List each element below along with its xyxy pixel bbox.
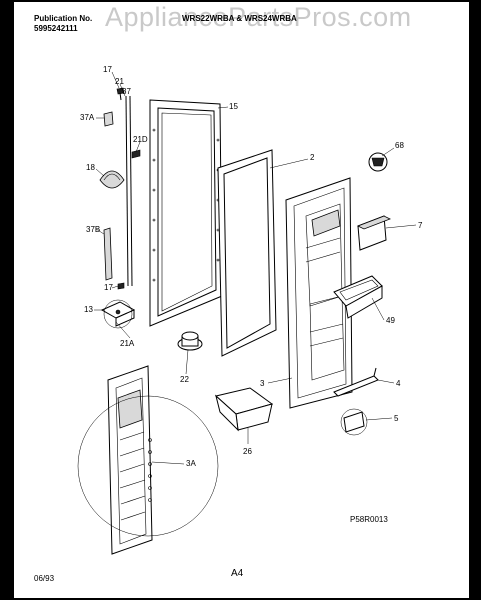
callout-4: 4: [396, 379, 401, 388]
callout-37a: 37A: [80, 113, 95, 122]
callout-3: 3: [260, 379, 265, 388]
part-3a-door-liner: [77, 365, 219, 555]
callout-22: 22: [180, 375, 189, 384]
watermark: AppliancePartsPros.com: [105, 2, 412, 32]
page-number: A4: [231, 568, 244, 579]
callout-3a: 3A: [186, 459, 196, 468]
hinge-hardware-group: [99, 87, 141, 329]
callout-15: 15: [229, 102, 238, 111]
diagram-code: P58R0013: [350, 515, 388, 524]
callout-18: 18: [86, 163, 95, 172]
callout-21a: 21A: [120, 339, 135, 348]
callout-5: 5: [394, 414, 399, 423]
part-22-hinge-cam: [177, 331, 203, 351]
callout-21d: 21D: [133, 135, 148, 144]
callout-37: 37: [122, 87, 131, 96]
publication-date: 06/93: [34, 574, 55, 583]
part-7-dairy-bin: [357, 215, 391, 251]
leader-lines: [94, 71, 417, 465]
callout-13: 13: [84, 305, 93, 314]
part-2-door-gasket: [217, 149, 277, 357]
callout-17-top: 17: [103, 65, 112, 74]
callout-21: 21: [115, 77, 124, 86]
part-49-door-shelf: [333, 275, 383, 319]
model-numbers: WRS22WRBA & WRS24WRBA: [182, 14, 297, 23]
part-15-door-frame: [149, 99, 223, 327]
publication-number: 5995242111: [34, 24, 78, 33]
callout-37b: 37B: [86, 225, 100, 234]
callout-26: 26: [243, 447, 252, 456]
part-5-rail-clip: [340, 408, 368, 436]
part-3-outer-door: [285, 177, 353, 409]
callout-68: 68: [395, 141, 404, 150]
callout-49: 49: [386, 316, 395, 325]
callout-17-bottom: 17: [104, 283, 113, 292]
callout-2: 2: [310, 153, 315, 162]
part-26-lower-bin: [214, 387, 274, 432]
publication-label: Publication No.: [34, 14, 93, 23]
callout-7: 7: [418, 221, 423, 230]
part-68-screw: [368, 152, 388, 172]
